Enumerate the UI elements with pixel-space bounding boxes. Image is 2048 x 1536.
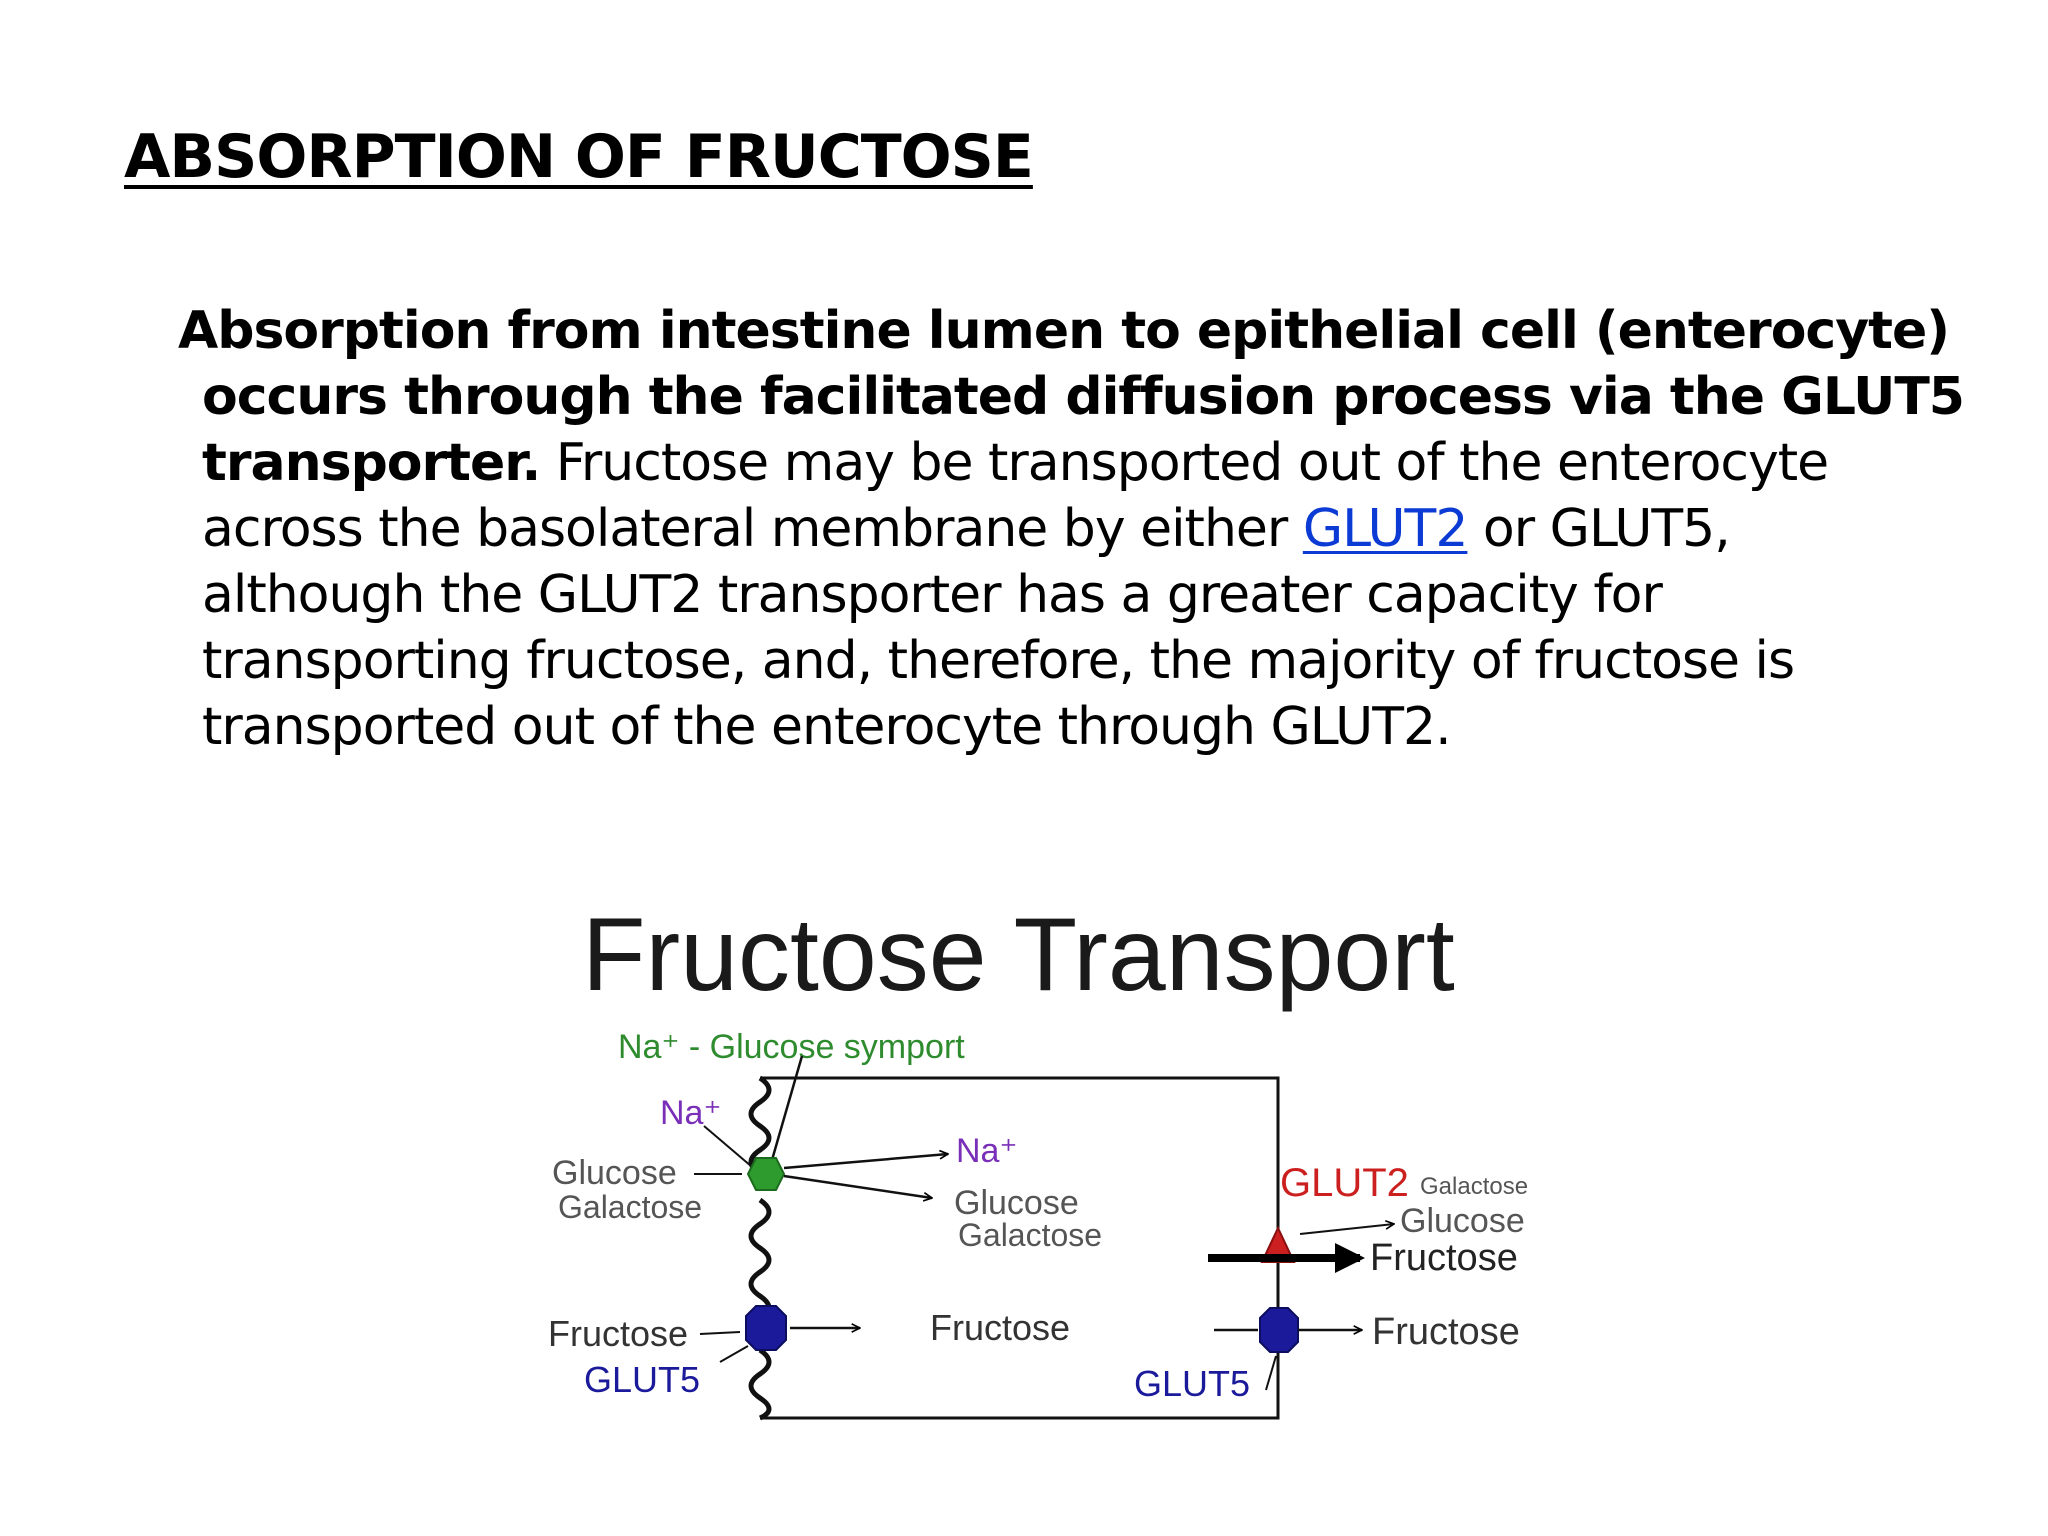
fructose-lumen-label: Fructose [548,1313,688,1354]
glucose-basal-label: Glucose [1400,1202,1525,1240]
paragraph-line-6: transporting fructose, and, therefore, t… [202,631,1795,691]
glucose-basal-pointer [1299,1224,1394,1235]
glut5-apical-label: GLUT5 [584,1359,700,1400]
glucose-lumen-label: Glucose [552,1154,677,1192]
paragraph-line-3-bold: transporter. [202,433,541,493]
paragraph-line-4-end: or GLUT5, [1467,499,1731,559]
glucose-out-arrow [783,1174,932,1198]
glut5-basal-label: GLUT5 [1134,1363,1250,1404]
paragraph-line-5: although the GLUT2 transporter has a gre… [202,565,1663,625]
glut5-apical-pointer [719,1345,749,1363]
paragraph-line-3: transporter. Fructose may be transported… [178,430,1998,496]
fructose-lumen-pointer [699,1331,741,1335]
paragraph-line-4: across the basolateral membrane by eithe… [178,496,1998,562]
glut5-basal-transporter [1259,1307,1299,1353]
na-lumen-label: Na⁺ [660,1094,721,1132]
galactose-basal-label: Galactose [1420,1173,1528,1200]
na-pointer [703,1125,759,1173]
glut5-basal-pointer [1265,1355,1277,1391]
na-cell-label: Na⁺ [956,1132,1017,1170]
body-paragraph: Absorption from intestine lumen to epith… [178,298,1998,760]
galactose-cell-label: Galactose [958,1217,1102,1253]
slide-title: ABSORPTION OF FRUCTOSE [124,122,1034,192]
paragraph-line-2: occurs through the facilitated diffusion… [202,367,1965,427]
fructose-glut2-label: Fructose [1370,1237,1518,1279]
paragraph-line-7: transported out of the enterocyte throug… [202,697,1452,757]
fructose-transport-diagram: Fructose Transport Na⁺ - Glucose symport… [548,897,1528,1421]
sglt1-symporter [746,1157,786,1191]
fructose-cell-label: Fructose [930,1307,1070,1348]
galactose-lumen-label: Galactose [558,1189,702,1225]
glut2-link[interactable]: GLUT2 [1302,499,1469,559]
paragraph-line-1: Absorption from intestine lumen to epith… [178,301,1950,361]
glut2-label: GLUT2 [1280,1161,1409,1205]
fructose-glut5-label: Fructose [1372,1311,1520,1353]
diagram-title: Fructose Transport [582,897,1455,1013]
paragraph-line-3-rest: Fructose may be transported out of the e… [540,433,1829,493]
symport-label: Na⁺ - Glucose symport [618,1028,965,1066]
paragraph-line-4-start: across the basolateral membrane by eithe… [202,499,1303,559]
glucose-cell-label: Glucose [954,1184,1079,1222]
apical-membrane [748,1075,772,1421]
symport-pointer [770,1055,804,1161]
na-out-arrow [783,1154,948,1170]
glut5-apical-transporter [745,1305,787,1351]
